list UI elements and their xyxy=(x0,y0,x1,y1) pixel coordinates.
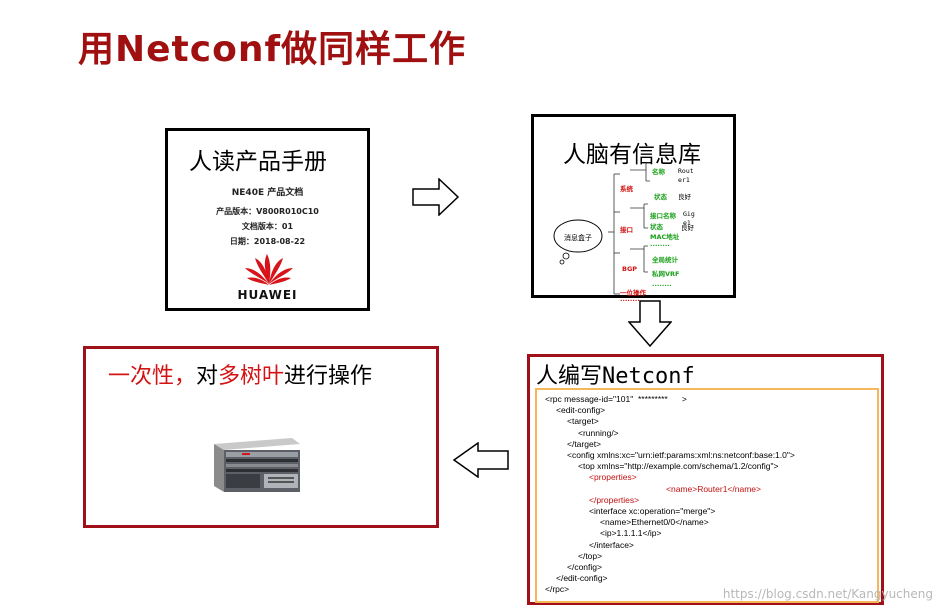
xml-line: </edit-config> xyxy=(556,573,608,584)
manual-date: 日期：2018-08-22 xyxy=(229,237,306,246)
mm-if-status: 状态 xyxy=(650,223,663,231)
netconf-xml-code: <rpc message-id="101" ********* ><edit-c… xyxy=(545,394,795,596)
mm-branch-op: 一位操作 xyxy=(620,289,646,297)
mm-system-status-value: 良好 xyxy=(678,193,691,201)
netconf-heading-mono: Netconf xyxy=(602,364,695,389)
mm-if-name-value: Gig e1 xyxy=(683,210,695,227)
huawei-wordmark: HUAWEI xyxy=(237,288,298,302)
mm-system-name: 名称 xyxy=(652,168,665,176)
right-arrow-icon xyxy=(412,178,460,216)
slide-title: 用Netconf做同样工作 xyxy=(78,29,467,70)
operation-heading-part1: 一次性， xyxy=(108,364,197,389)
mm-if-status-value: 良好 xyxy=(681,224,694,232)
xml-line: <running/> xyxy=(578,427,619,438)
xml-line: <edit-config> xyxy=(556,405,606,416)
thought-bubble-icon xyxy=(553,219,603,265)
xml-line: </top> xyxy=(578,550,603,561)
mm-if-name: 接口名称 xyxy=(650,212,676,220)
mm-bgp-global: 全局统计 xyxy=(652,256,678,264)
brain-box xyxy=(531,114,736,298)
xml-line: <properties> xyxy=(589,472,637,483)
mm-system-status: 状态 xyxy=(654,193,667,201)
mm-if-more: ........ xyxy=(650,240,670,248)
manual-doc-version: 文档版本：01 xyxy=(241,222,294,231)
netconf-code-frame xyxy=(535,388,879,603)
left-arrow-icon xyxy=(452,442,509,478)
operation-heading-part3: 多树叶 xyxy=(218,364,285,389)
manual-doc-title: NE40E 产品文档 xyxy=(231,188,304,198)
netconf-box xyxy=(527,354,884,605)
mm-branch-bgp: BGP xyxy=(622,265,638,273)
manual-product-version: 产品版本：V800R010C10 xyxy=(216,207,319,216)
xml-line: </properties> xyxy=(589,494,640,505)
huawei-logo xyxy=(245,254,293,285)
watermark: https://blog.csdn.net/Kangyucheng xyxy=(722,587,933,601)
xml-line: <name>Router1</name> xyxy=(666,483,761,494)
mm-branch-system: 系统 xyxy=(620,185,633,193)
mm-branch-interface: 接口 xyxy=(620,226,633,234)
xml-line: <ip>1.1.1.1</ip> xyxy=(600,528,662,539)
operation-box xyxy=(83,346,439,528)
xml-line: </rpc> xyxy=(545,584,570,595)
xml-line: <rpc message-id="101" ********* > xyxy=(545,394,687,404)
brain-heading: 人脑有信息库 xyxy=(563,142,701,168)
netconf-heading-prefix: 人编写 xyxy=(536,364,603,389)
xml-line: <name>Ethernet0/0</name> xyxy=(600,517,709,528)
mm-if-mac: MAC地址 xyxy=(650,233,680,241)
manual-heading: 人读产品手册 xyxy=(189,149,327,175)
xml-line: </target> xyxy=(567,438,602,449)
xml-line: <config xmlns:xc="urn:ietf:params:xml:ns… xyxy=(567,450,795,461)
mm-bgp-vrf: 私网VRF xyxy=(652,270,680,278)
mm-bgp-more: ........ xyxy=(652,280,672,288)
down-arrow-icon xyxy=(628,300,672,348)
netconf-heading: 人编写Netconf xyxy=(536,358,695,390)
xml-line: </config> xyxy=(567,562,602,573)
xml-line: <top xmlns="http://example.com/schema/1.… xyxy=(578,461,779,472)
router-device-image xyxy=(214,438,300,492)
operation-heading-part4: 进行操作 xyxy=(284,364,373,389)
xml-line: <target> xyxy=(567,416,599,427)
mind-map-lines xyxy=(553,162,650,295)
mm-branch-more: ........ xyxy=(620,295,640,303)
operation-heading: 一次性，对多树叶进行操作 xyxy=(108,358,372,390)
xml-line: <interface xc:operation="merge"> xyxy=(589,506,716,517)
mind-map-center: 消息盒子 xyxy=(564,234,592,242)
mm-system-name-value: Rout er1 xyxy=(678,167,694,184)
operation-heading-part2: 对 xyxy=(196,364,219,389)
xml-line: </interface> xyxy=(589,539,634,550)
